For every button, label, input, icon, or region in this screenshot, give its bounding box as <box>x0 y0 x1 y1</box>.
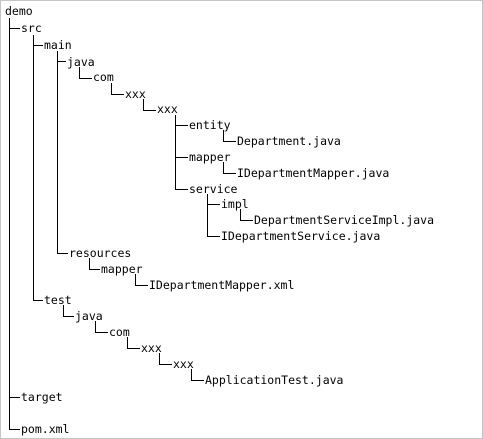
node-service: service <box>189 182 238 196</box>
node-mapper: mapper <box>189 150 231 164</box>
node-com: com <box>93 70 114 84</box>
node-test-java: java <box>75 309 103 323</box>
node-target: target <box>21 390 63 404</box>
node-department-java: Department.java <box>237 134 341 148</box>
node-impl: impl <box>221 197 249 211</box>
node-idepartmentservice-java: IDepartmentService.java <box>221 229 381 243</box>
node-pom-xml: pom.xml <box>21 422 70 436</box>
node-main: main <box>44 38 72 52</box>
node-applicationtest-java: ApplicationTest.java <box>205 373 344 387</box>
node-demo: demo <box>5 4 33 18</box>
node-test-com: com <box>109 325 130 339</box>
node-entity: entity <box>189 118 231 132</box>
node-idepartmentmapper-java: IDepartmentMapper.java <box>237 166 390 180</box>
node-src: src <box>21 21 42 35</box>
node-java: java <box>67 55 95 69</box>
node-test-xxx-1: xxx <box>141 341 162 355</box>
node-test: test <box>44 293 72 307</box>
node-xxx-1: xxx <box>125 87 146 101</box>
node-resources: resources <box>69 246 132 260</box>
node-test-xxx-2: xxx <box>173 357 194 371</box>
node-departmentserviceimpl-java: DepartmentServiceImpl.java <box>254 213 435 227</box>
node-xxx-2: xxx <box>157 102 178 116</box>
node-idepartmentmapper-xml: IDepartmentMapper.xml <box>149 278 295 292</box>
node-resources-mapper: mapper <box>101 262 143 276</box>
